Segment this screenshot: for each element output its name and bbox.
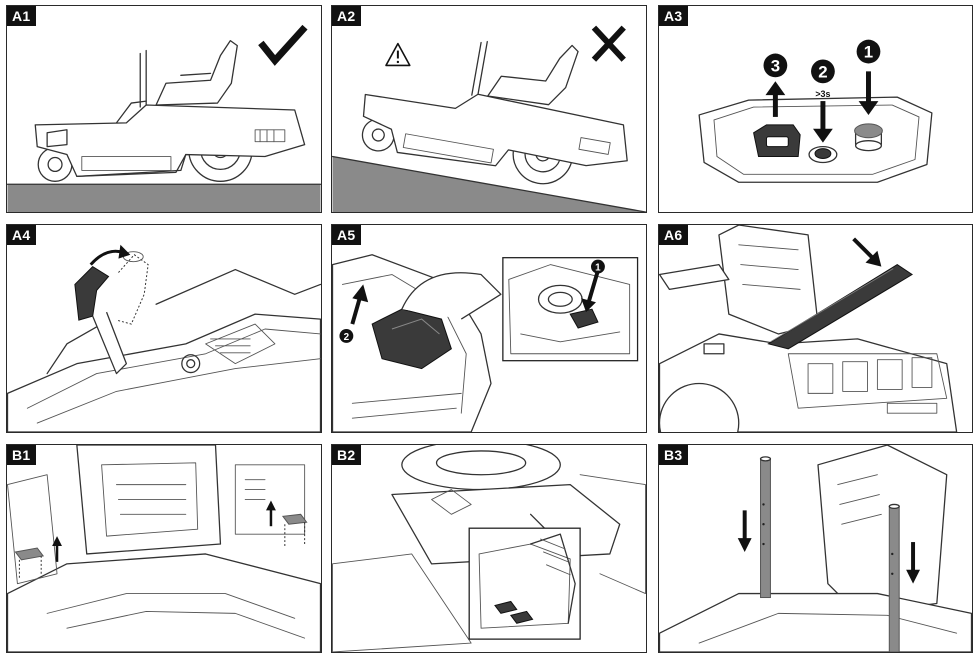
svg-text:2: 2 bbox=[818, 62, 827, 81]
handlebar-left bbox=[759, 456, 772, 599]
mower-on-slope-illustration bbox=[332, 25, 646, 212]
arrow-up-icon bbox=[266, 500, 276, 527]
compartment-inset bbox=[468, 527, 581, 640]
arrow-up-icon bbox=[52, 536, 62, 562]
step-badge-one: 1 bbox=[591, 259, 605, 274]
battery-bay bbox=[787, 353, 948, 409]
curved-arrow-icon bbox=[89, 244, 131, 266]
step-badge-two: 2 bbox=[811, 59, 835, 84]
mount-caps-illustration bbox=[7, 445, 321, 652]
panel-b3-label: B3 bbox=[659, 445, 688, 465]
cross-icon bbox=[591, 25, 626, 62]
power-port bbox=[753, 124, 801, 158]
panel-b3: B3 bbox=[658, 444, 973, 653]
start-button bbox=[808, 145, 838, 164]
hold-duration-note: >3s bbox=[815, 89, 830, 99]
battery-cover bbox=[767, 264, 913, 350]
panel-a4: A4 bbox=[6, 224, 322, 433]
arrow-down-icon bbox=[906, 542, 920, 584]
panel-a3: A3 bbox=[658, 5, 973, 213]
arrow-down-right-icon bbox=[852, 237, 882, 267]
mower-drawing bbox=[361, 40, 628, 185]
warning-triangle-icon bbox=[385, 42, 411, 67]
panel-b1: B1 bbox=[6, 444, 322, 653]
arrow-down-icon bbox=[737, 510, 752, 552]
panel-b2: B2 bbox=[331, 444, 647, 653]
lever-handle bbox=[74, 265, 128, 375]
svg-text:3: 3 bbox=[771, 56, 780, 75]
arrow-down-icon bbox=[858, 71, 879, 115]
panel-a4-label: A4 bbox=[7, 225, 36, 245]
install-handlebars-illustration bbox=[659, 445, 972, 652]
battery-cover-close-illustration bbox=[659, 225, 958, 432]
storage-compartment-illustration bbox=[332, 445, 646, 652]
checkmark-icon bbox=[258, 24, 308, 66]
panel-a2-label: A2 bbox=[332, 6, 361, 26]
cap-left bbox=[14, 547, 45, 580]
panel-a1-label: A1 bbox=[7, 6, 36, 26]
panel-b2-label: B2 bbox=[332, 445, 361, 465]
panel-a3-label: A3 bbox=[659, 6, 688, 26]
cap-right bbox=[281, 513, 308, 547]
panel-a5-label: A5 bbox=[332, 225, 361, 245]
panel-a5: A5 2 bbox=[331, 224, 647, 433]
battery-removal-illustration: 2 1 bbox=[332, 254, 639, 432]
panel-a6-label: A6 bbox=[659, 225, 688, 245]
svg-text:2: 2 bbox=[344, 332, 350, 343]
panel-a1: A1 bbox=[6, 5, 322, 213]
mower-drawing bbox=[34, 40, 306, 182]
safety-key bbox=[854, 123, 883, 152]
release-button-inset: 1 bbox=[502, 257, 639, 362]
arrow-up-icon bbox=[765, 81, 786, 117]
battery-pack bbox=[371, 308, 452, 370]
control-panel-buttons-illustration: 3 2 >3s 1 bbox=[698, 39, 933, 183]
step-badge-two: 2 bbox=[339, 328, 354, 343]
svg-text:1: 1 bbox=[864, 43, 873, 62]
seat-lever-lift-illustration bbox=[7, 244, 321, 432]
panel-b1-label: B1 bbox=[7, 445, 36, 465]
mower-level-ground-illustration bbox=[7, 24, 321, 212]
step-badge-three: 3 bbox=[763, 53, 788, 78]
panel-a6: A6 bbox=[658, 224, 973, 433]
arrow-up-icon bbox=[350, 284, 369, 325]
handlebar-right bbox=[888, 503, 900, 652]
svg-text:1: 1 bbox=[595, 263, 601, 274]
arrow-down-icon bbox=[813, 101, 833, 143]
step-badge-one: 1 bbox=[856, 39, 881, 64]
panel-a2: A2 bbox=[331, 5, 647, 213]
